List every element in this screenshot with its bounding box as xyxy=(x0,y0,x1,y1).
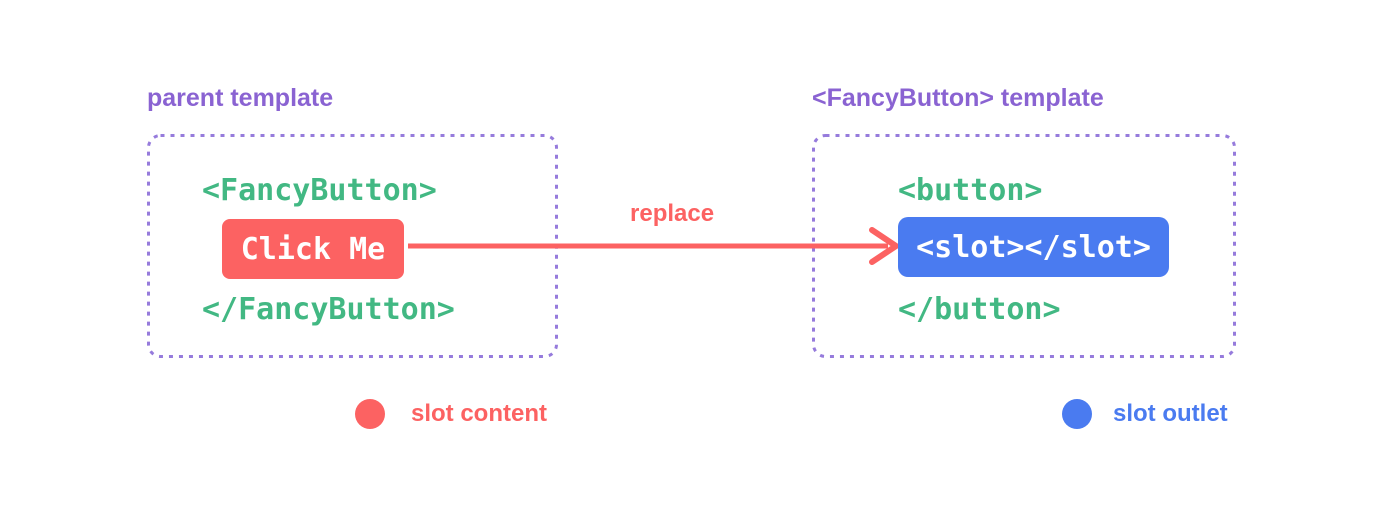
slot-content-dot-icon xyxy=(355,399,385,429)
slot-outlet-box: <slot></slot> xyxy=(898,217,1169,277)
button-open-tag: <button> xyxy=(898,173,1043,208)
legend-slot-outlet: slot outlet xyxy=(1062,398,1228,430)
legend-slot-content: slot content xyxy=(355,398,547,430)
legend-slot-outlet-label: slot outlet xyxy=(1113,400,1228,427)
slot-content-button: Click Me xyxy=(222,219,404,279)
fancybutton-close-tag: </FancyButton> xyxy=(202,292,455,327)
fancybutton-open-tag: <FancyButton> xyxy=(202,173,437,208)
slot-outlet-box-label: <slot></slot> xyxy=(916,229,1151,265)
replace-arrow-head xyxy=(869,227,899,265)
fancybutton-template-title: <FancyButton> template xyxy=(812,84,1104,112)
slot-content-button-label: Click Me xyxy=(240,231,386,267)
replace-arrow-label: replace xyxy=(630,200,715,227)
slot-outlet-dot-icon xyxy=(1062,399,1092,429)
button-close-tag: </button> xyxy=(898,292,1061,327)
parent-template-title: parent template xyxy=(147,84,334,112)
legend-slot-content-label: slot content xyxy=(411,400,547,427)
